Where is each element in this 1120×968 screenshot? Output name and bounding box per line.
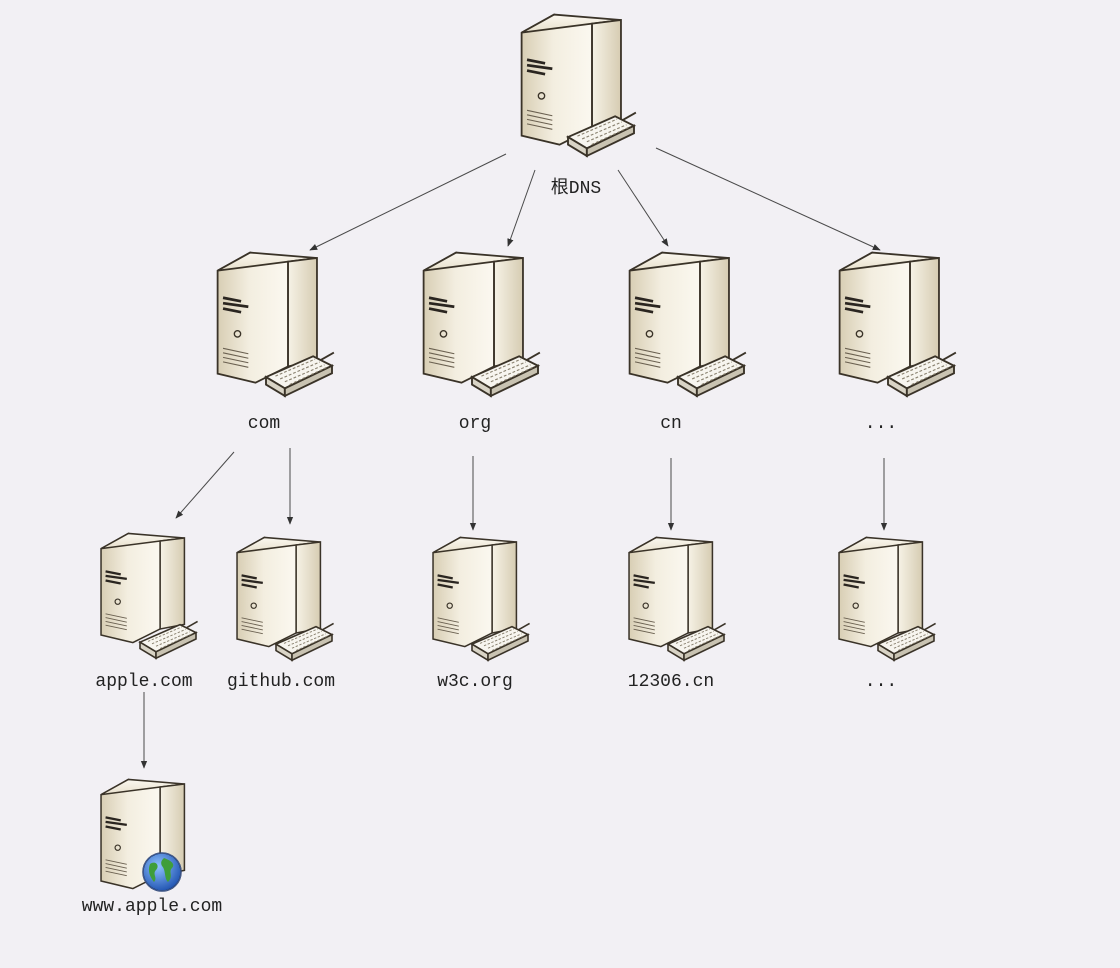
node-apple — [99, 532, 199, 660]
diagram-edges — [140, 147, 888, 769]
node-label-w3c: w3c.org — [437, 672, 513, 692]
node-label-www-apple: www.apple.com — [82, 897, 222, 917]
edge-root-to-cn — [617, 169, 669, 247]
node-label-cn: cn — [660, 414, 682, 434]
edge-root-to-more1 — [655, 147, 881, 251]
node-12306 — [627, 536, 727, 662]
node-label-org: org — [459, 414, 491, 434]
edge-root-to-org — [507, 169, 536, 247]
server-icon — [99, 532, 186, 644]
node-label-12306: 12306.cn — [628, 672, 714, 692]
node-root — [520, 13, 637, 157]
node-label-more2: ... — [865, 672, 897, 692]
node-com — [216, 251, 335, 397]
node-github — [235, 536, 335, 662]
edge-com-to-apple — [175, 451, 235, 519]
node-cn — [628, 251, 747, 397]
node-label-more1: ... — [865, 414, 897, 434]
node-more1 — [838, 251, 957, 397]
node-org — [422, 251, 541, 397]
edge-root-to-com — [309, 153, 507, 251]
node-www-apple — [99, 778, 186, 892]
node-label-apple: apple.com — [95, 672, 192, 692]
globe-icon — [142, 852, 182, 892]
node-label-root: 根DNS — [551, 177, 601, 199]
node-label-github: github.com — [227, 672, 335, 692]
node-w3c — [431, 536, 531, 662]
node-more2 — [837, 536, 937, 662]
node-label-com: com — [248, 414, 280, 434]
